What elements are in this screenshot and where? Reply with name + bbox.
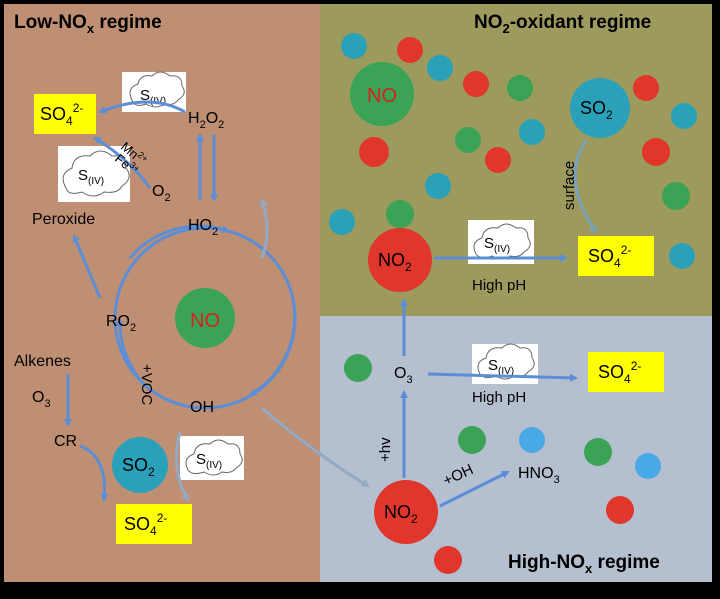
so2-molecule-low	[112, 437, 168, 493]
so4-box-bottom	[116, 504, 192, 544]
arrow-oh-to-so4	[174, 431, 190, 502]
no2-molecule-top	[368, 228, 432, 292]
peroxide-label: Peroxide	[32, 211, 95, 228]
so4-box-no2-panel	[578, 236, 654, 276]
arrow-no2-to-hno3	[439, 470, 510, 508]
oh-label: OH	[190, 399, 214, 416]
svg-text:S(IV): S(IV)	[196, 451, 222, 471]
arrow-oh-to-no2	[261, 406, 370, 488]
arrow-ro2-to-peroxide	[72, 234, 102, 299]
so2-molecule-top	[570, 78, 630, 138]
h2o2-label: H2O2	[188, 110, 224, 131]
arrow-grey-top-cycle	[260, 198, 269, 259]
so4-label-bottom: SO42-	[124, 511, 167, 538]
so2-label-low: SO2	[122, 455, 155, 479]
cr-label: CR	[54, 433, 77, 450]
so2-label-top: SO2	[580, 98, 613, 122]
surface-label: surface	[561, 161, 578, 210]
hv-label: +hv	[377, 437, 394, 462]
so4-box-high-nox	[588, 352, 664, 392]
arrow-o2-to-so4	[93, 136, 152, 189]
fe-catalyst-label: Fe3+	[112, 150, 142, 179]
scattered-molecules-bottom	[344, 354, 661, 574]
high-nox-title: High-NOx regime	[508, 552, 660, 576]
no2-molecule-bottom	[374, 480, 438, 544]
alkenes-label: Alkenes	[14, 353, 71, 370]
siv-cloud-bottom: S(IV)	[180, 436, 244, 480]
svg-text:S(IV): S(IV)	[488, 357, 514, 377]
so4-box-top	[34, 94, 96, 134]
o2-label: O2	[152, 183, 171, 204]
arrow-surface-so2-to-so4	[573, 139, 598, 234]
o3-label-left: O3	[32, 389, 51, 410]
svg-text:S(IV): S(IV)	[78, 167, 104, 187]
no-molecule-center	[175, 288, 235, 348]
arrow-cr-to-so4	[79, 444, 109, 502]
cycle-arrow-ho2-oh	[248, 299, 297, 397]
no-center-label: NO	[190, 310, 220, 332]
cycle-arrow-oh-ro2	[115, 318, 151, 392]
ro2-label: RO2	[106, 313, 136, 334]
so4-label-top: SO42-	[40, 101, 83, 128]
ho2-label: HO2	[188, 217, 218, 238]
voc-label: +VOC	[138, 364, 155, 405]
no-molecule-top	[350, 62, 414, 126]
low-nox-title: Low-NOx regime	[14, 12, 162, 36]
high-ph-label-top: High pH	[472, 277, 526, 294]
no2-label-top: NO2	[378, 250, 412, 274]
hno3-label: HNO3	[518, 465, 560, 486]
o3-label-right: O3	[394, 365, 413, 386]
so4-label-high-nox: SO42-	[598, 359, 641, 386]
no2-oxidant-title: NO2-oxidant regime	[474, 12, 651, 36]
scattered-molecules-top	[329, 33, 697, 269]
arrow-o3-to-so4	[427, 372, 578, 382]
no-label-top: NO	[367, 85, 397, 107]
cycle-arrow-ro2-ho2	[128, 224, 230, 259]
no2-label-bottom: NO2	[384, 502, 418, 526]
high-ph-label-bottom: High pH	[472, 389, 526, 406]
so4-label-no2-panel: SO42-	[588, 243, 631, 270]
siv-cloud-top: S(IV)	[122, 71, 186, 112]
svg-text:S(IV): S(IV)	[484, 235, 510, 255]
arrow-h2o2-to-so4	[98, 100, 186, 114]
